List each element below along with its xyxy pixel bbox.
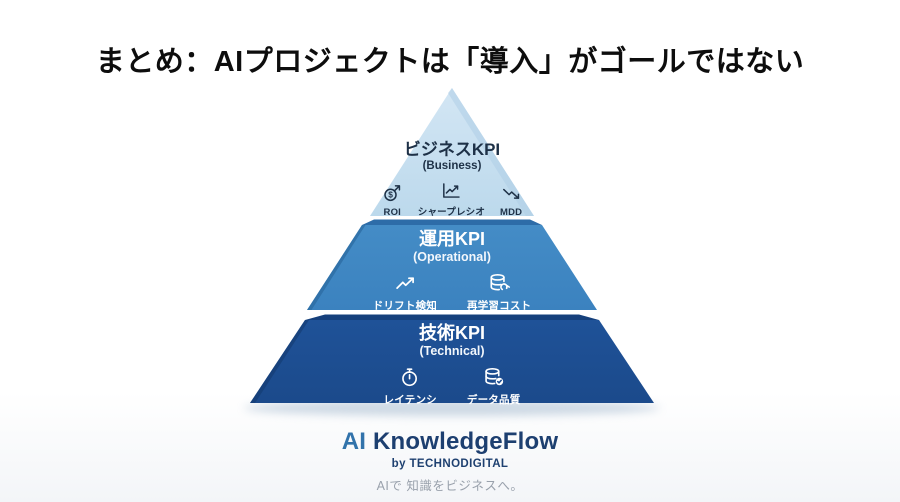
tier-operational-left-edge xyxy=(307,225,366,310)
tier-technical-title: 技術KPI xyxy=(418,323,485,343)
tier-business-kpi-row: $ ROI シャープレシオ MDD xyxy=(382,180,522,218)
brand-logo: AI KnowledgeFlow xyxy=(0,428,900,455)
kpi-sharpe-ratio-label: シャープレシオ xyxy=(417,207,486,219)
kpi-latency-label: レイテンシ xyxy=(383,393,437,406)
tier-business-content: ビジネスKPI (Business) $ ROI シャープレシオ xyxy=(382,140,523,218)
footer: AI KnowledgeFlow by TECHNODIGITAL AIで 知識… xyxy=(0,428,900,494)
kpi-drift-detection-label: ドリフト検知 xyxy=(372,299,437,312)
data-quality-database-check-icon xyxy=(484,367,503,385)
drift-trend-up-icon xyxy=(395,277,414,289)
tier-operational-top-bevel xyxy=(362,219,542,225)
kpi-retraining-cost-label: 再学習コスト xyxy=(467,299,532,312)
tier-technical-left-edge xyxy=(250,320,309,403)
page-title: まとめ：AIプロジェクトは「導入」がゴールではない xyxy=(95,46,805,78)
tier-operational-kpi-row: ドリフト検知 再学習コスト xyxy=(373,272,532,313)
tier-technical-top-bevel xyxy=(305,314,599,320)
kpi-mdd-label: MDD xyxy=(500,207,523,219)
tier-operational-subtitle: (Operational) xyxy=(413,249,491,264)
tier-operational-title: 運用KPI xyxy=(418,229,485,249)
brand-byline: by TECHNODIGITAL xyxy=(391,458,509,471)
kpi-drift-detection: ドリフト検知 xyxy=(373,272,437,313)
kpi-retraining-cost: 再学習コスト xyxy=(467,272,531,313)
tier-technical-kpi-row: レイテンシ データ品質 xyxy=(384,366,521,407)
kpi-data-quality: データ品質 xyxy=(467,366,521,407)
kpi-roi: $ ROI xyxy=(382,183,403,218)
tier-business-subtitle: (Business) xyxy=(422,159,482,172)
kpi-latency: レイテンシ xyxy=(384,366,437,407)
tier-technical-content: 技術KPI (Technical) レイテンシ xyxy=(384,323,521,407)
roi-icon: $ xyxy=(384,185,401,202)
sharpe-ratio-chart-icon xyxy=(443,183,460,199)
mdd-trend-down-icon xyxy=(502,189,520,200)
tier-operational-content: 運用KPI (Operational) ドリフト検知 再学習コ xyxy=(373,229,532,313)
latency-stopwatch-icon xyxy=(402,368,418,386)
brand-name: KnowledgeFlow xyxy=(373,428,559,455)
kpi-roi-label: ROI xyxy=(383,207,401,219)
brand-tagline: AIで 知識をビジネスへ。 xyxy=(376,479,524,494)
tier-technical-subtitle: (Technical) xyxy=(419,343,485,358)
kpi-data-quality-label: データ品質 xyxy=(466,393,521,406)
retraining-database-refresh-icon xyxy=(490,273,510,291)
kpi-sharpe-ratio: シャープレシオ xyxy=(418,180,485,218)
tier-business-title: ビジネスKPI xyxy=(403,140,501,159)
svg-text:$: $ xyxy=(388,190,393,200)
brand-prefix: AI xyxy=(341,428,367,455)
kpi-mdd: MDD xyxy=(500,183,522,218)
